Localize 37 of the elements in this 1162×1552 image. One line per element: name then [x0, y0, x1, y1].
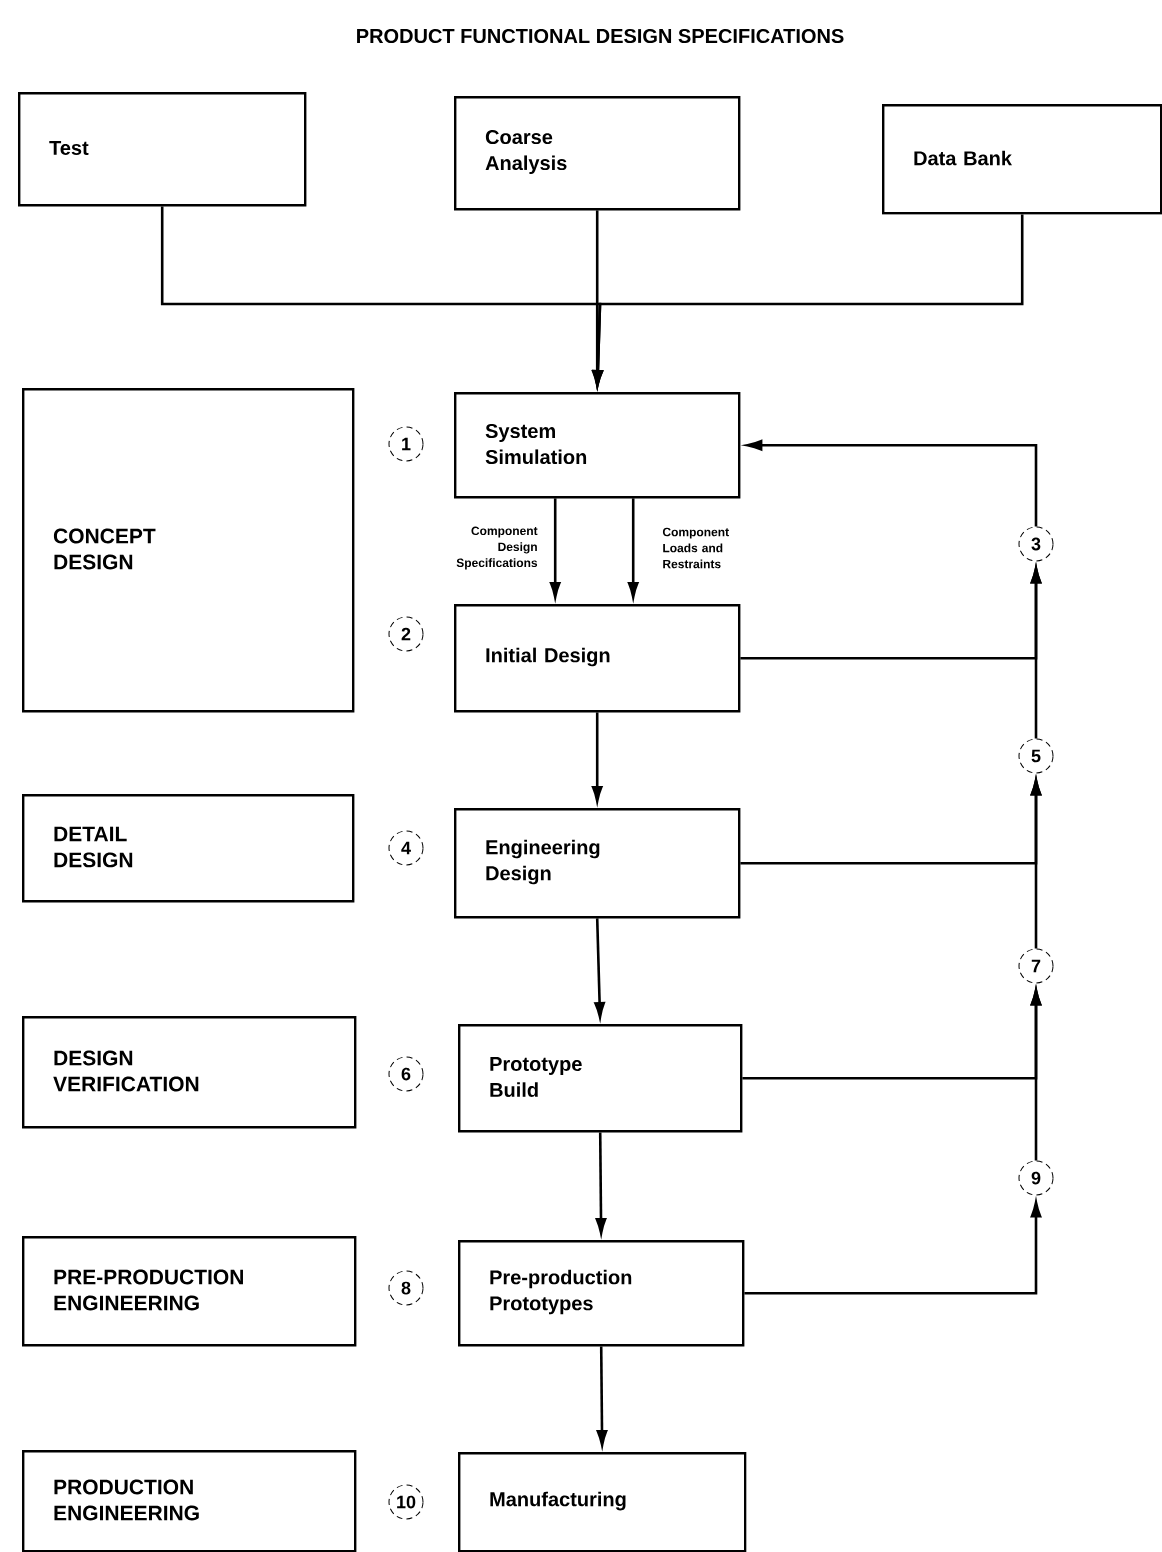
title: PRODUCT FUNCTIONAL DESIGN SPECIFICATIONS	[357, 28, 844, 44]
step-number: 8	[388, 1270, 424, 1306]
process-box: Data Bank	[882, 104, 1162, 215]
phase-box: PRE-PRODUCTION ENGINEERING	[22, 1236, 357, 1347]
step-number: 2	[388, 616, 424, 652]
step-number: 3	[1018, 526, 1054, 562]
step-number: 6	[388, 1056, 424, 1092]
arrow	[549, 498, 561, 599]
step-number: 5	[1018, 738, 1054, 774]
step-number: 4	[388, 830, 424, 866]
phase-box: CONCEPT DESIGN	[22, 388, 355, 713]
phase-box: PRODUCTION ENGINEERING	[22, 1450, 357, 1552]
phase-box: DESIGN VERIFICATION	[22, 1016, 357, 1129]
arrow	[594, 918, 605, 1019]
process-box: Coarse Analysis	[454, 96, 741, 211]
arrow	[1030, 567, 1042, 739]
process-box: Pre-production Prototypes	[458, 1240, 745, 1347]
arrow	[591, 712, 603, 803]
step-number: 7	[1018, 948, 1054, 984]
process-box: Initial Design	[454, 604, 741, 713]
arrow	[744, 1201, 1042, 1295]
arrow	[746, 439, 1038, 527]
step-number: 10	[388, 1484, 424, 1520]
arrow	[627, 498, 639, 599]
process-box: Engineering Design	[454, 808, 741, 919]
process-box: Test	[18, 92, 307, 207]
arrow	[592, 214, 1024, 387]
process-box: Prototype Build	[458, 1024, 743, 1133]
arrow	[1030, 989, 1042, 1161]
process-box: System Simulation	[454, 392, 741, 499]
step-number: 9	[1018, 1160, 1054, 1196]
phase-box: DETAIL DESIGN	[22, 794, 355, 903]
arrow	[596, 1346, 608, 1447]
arrow	[595, 1132, 607, 1235]
arrow	[1030, 779, 1042, 949]
process-box: Manufacturing	[458, 1452, 747, 1552]
step-number: 1	[388, 426, 424, 462]
